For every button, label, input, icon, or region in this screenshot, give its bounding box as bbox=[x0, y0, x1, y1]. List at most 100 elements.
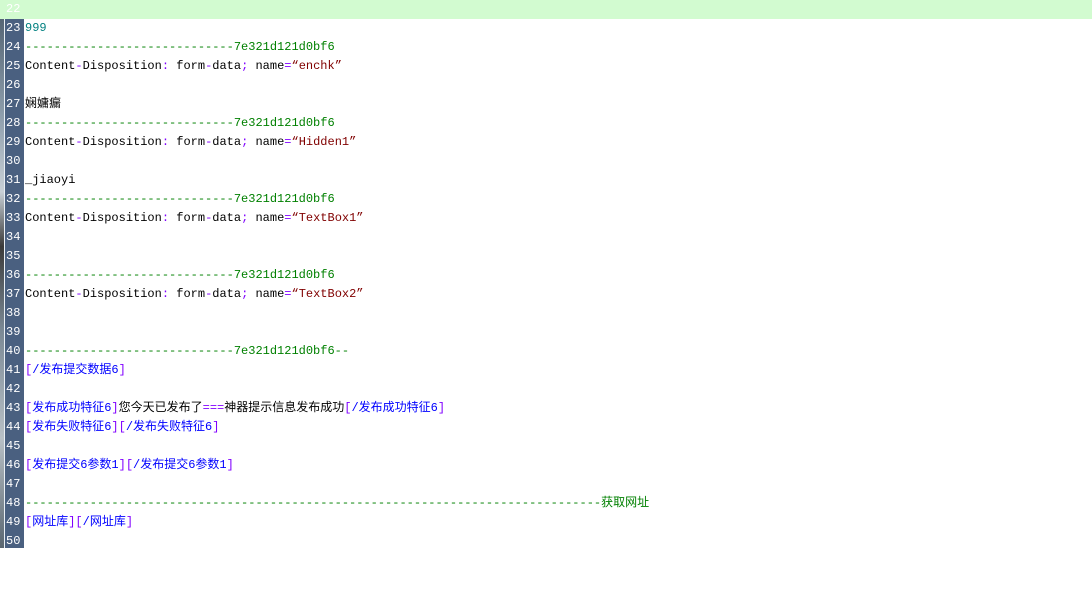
line-number: 28 bbox=[6, 116, 21, 130]
line-number: 37 bbox=[6, 287, 21, 301]
tag-name: 发布失败特征6 bbox=[32, 420, 112, 434]
editor-line[interactable]: 28 -----------------------------7e321d12… bbox=[0, 114, 1092, 133]
editor-line[interactable]: 41 [/发布提交数据6] bbox=[0, 361, 1092, 380]
header-token: Content bbox=[25, 135, 76, 149]
editor-line[interactable]: 49 [网址库][/网址库] bbox=[0, 513, 1092, 532]
tag-name: /发布提交数据6 bbox=[32, 363, 119, 377]
content-disposition-header: Content-Disposition: form-data; name=“Hi… bbox=[25, 135, 357, 149]
editor-line[interactable]: 50 bbox=[0, 532, 1092, 551]
boundary-id: 7e321d121d0bf6 bbox=[233, 268, 335, 282]
header-token: form bbox=[169, 59, 206, 73]
editor-line[interactable]: 31 _jiaoyi bbox=[0, 171, 1092, 190]
boundary-line: -----------------------------7e321d121d0… bbox=[25, 114, 335, 133]
header-token: Content bbox=[25, 287, 76, 301]
line-number: 43 bbox=[6, 401, 21, 415]
editor-line[interactable]: 37 Content-Disposition: form-data; name=… bbox=[0, 285, 1092, 304]
editor-line[interactable]: 27 娴嫞瘺 bbox=[0, 95, 1092, 114]
boundary-id: 7e321d121d0bf6 bbox=[233, 192, 335, 206]
editor-line[interactable]: 29 Content-Disposition: form-data; name=… bbox=[0, 133, 1092, 152]
header-token: name bbox=[248, 287, 285, 301]
line-number: 24 bbox=[6, 40, 21, 54]
tag-name: 发布提交6参数1 bbox=[32, 458, 119, 472]
line-number: 38 bbox=[6, 306, 21, 320]
tag-line: [发布失败特征6][/发布失败特征6] bbox=[25, 420, 220, 434]
header-token: Content bbox=[25, 211, 76, 225]
tag-name: 发布成功特征6 bbox=[32, 401, 112, 415]
tag-name: /发布失败特征6 bbox=[125, 420, 213, 434]
line-number: 23 bbox=[6, 21, 21, 35]
boundary-line: -----------------------------7e321d121d0… bbox=[25, 38, 335, 57]
line-number: 32 bbox=[6, 192, 21, 206]
field-name-string: “TextBox2” bbox=[291, 287, 364, 301]
editor-line-current[interactable]: 22 bbox=[0, 0, 1092, 19]
section-title: 获取网址 bbox=[601, 496, 650, 510]
tag-line: [发布提交6参数1][/发布提交6参数1] bbox=[25, 458, 234, 472]
tag-name: /发布成功特征6 bbox=[351, 401, 438, 415]
boundary-dashes: ----------------------------- bbox=[25, 40, 234, 54]
header-token: data bbox=[212, 287, 242, 301]
section-divider: ----------------------------------------… bbox=[25, 494, 649, 513]
editor-line[interactable]: 26 bbox=[0, 76, 1092, 95]
line-number: 47 bbox=[6, 477, 21, 491]
editor-line[interactable]: 46 [发布提交6参数1][/发布提交6参数1] bbox=[0, 456, 1092, 475]
tag-content: 神器提示信息发布成功 bbox=[224, 401, 345, 415]
line-number: 41 bbox=[6, 363, 21, 377]
line-number: 30 bbox=[6, 154, 21, 168]
editor-line[interactable]: 44 [发布失败特征6][/发布失败特征6] bbox=[0, 418, 1092, 437]
editor-line[interactable]: 35 bbox=[0, 247, 1092, 266]
boundary-dashes: ----------------------------- bbox=[25, 192, 234, 206]
line-number: 29 bbox=[6, 135, 21, 149]
window-border bbox=[4, 0, 5, 548]
editor-line[interactable]: 25 Content-Disposition: form-data; name=… bbox=[0, 57, 1092, 76]
tag-name: /发布提交6参数1 bbox=[133, 458, 227, 472]
content-disposition-header: Content-Disposition: form-data; name=“Te… bbox=[25, 211, 364, 225]
boundary-line: -----------------------------7e321d121d0… bbox=[25, 342, 349, 361]
header-token: Disposition bbox=[82, 59, 162, 73]
editor-line[interactable]: 38 bbox=[0, 304, 1092, 323]
editor-line[interactable]: 43 [发布成功特征6]您今天已发布了===神器提示信息发布成功[/发布成功特征… bbox=[0, 399, 1092, 418]
editor-line[interactable]: 23 999 bbox=[0, 19, 1092, 38]
editor-line[interactable]: 36 -----------------------------7e321d12… bbox=[0, 266, 1092, 285]
tag-name: /网址库 bbox=[82, 515, 126, 529]
header-token: name bbox=[248, 135, 285, 149]
editor-line[interactable]: 47 bbox=[0, 475, 1092, 494]
editor-line[interactable]: 42 bbox=[0, 380, 1092, 399]
boundary-dashes: ----------------------------- bbox=[25, 344, 234, 358]
line-number: 27 bbox=[6, 97, 21, 111]
editor-line[interactable]: 48 -------------------------------------… bbox=[0, 494, 1092, 513]
line-number-gutter bbox=[5, 0, 24, 548]
content-disposition-header: Content-Disposition: form-data; name=“Te… bbox=[25, 287, 364, 301]
header-token: data bbox=[212, 135, 242, 149]
header-token: Disposition bbox=[82, 135, 162, 149]
divider-dashes: ----------------------------------------… bbox=[25, 496, 602, 510]
code-editor[interactable]: 22 23 999 24 ---------------------------… bbox=[0, 0, 1092, 551]
field-name-string: “enchk” bbox=[291, 59, 342, 73]
line-number: 46 bbox=[6, 458, 21, 472]
tag-line: [网址库][/网址库] bbox=[25, 515, 134, 529]
editor-line[interactable]: 34 bbox=[0, 228, 1092, 247]
editor-line[interactable]: 30 bbox=[0, 152, 1092, 171]
editor-line[interactable]: 39 bbox=[0, 323, 1092, 342]
editor-line[interactable]: 24 -----------------------------7e321d12… bbox=[0, 38, 1092, 57]
header-token: form bbox=[169, 135, 206, 149]
boundary-line: -----------------------------7e321d121d0… bbox=[25, 190, 335, 209]
header-token: Disposition bbox=[82, 211, 162, 225]
header-token: data bbox=[212, 59, 242, 73]
boundary-id: 7e321d121d0bf6-- bbox=[233, 344, 350, 358]
line-number: 40 bbox=[6, 344, 21, 358]
line-number: 33 bbox=[6, 211, 21, 225]
editor-line[interactable]: 40 -----------------------------7e321d12… bbox=[0, 342, 1092, 361]
line-number: 50 bbox=[6, 534, 21, 548]
line-number: 39 bbox=[6, 325, 21, 339]
field-name-string: “TextBox1” bbox=[291, 211, 364, 225]
line-number: 35 bbox=[6, 249, 21, 263]
boundary-line: -----------------------------7e321d121d0… bbox=[25, 266, 335, 285]
header-token: name bbox=[248, 59, 285, 73]
tag-content: 您今天已发布了 bbox=[118, 401, 203, 415]
header-token: form bbox=[169, 211, 206, 225]
content-disposition-header: Content-Disposition: form-data; name=“en… bbox=[25, 59, 342, 73]
editor-line[interactable]: 33 Content-Disposition: form-data; name=… bbox=[0, 209, 1092, 228]
editor-line[interactable]: 32 -----------------------------7e321d12… bbox=[0, 190, 1092, 209]
editor-line[interactable]: 45 bbox=[0, 437, 1092, 456]
line-number: 26 bbox=[6, 78, 21, 92]
